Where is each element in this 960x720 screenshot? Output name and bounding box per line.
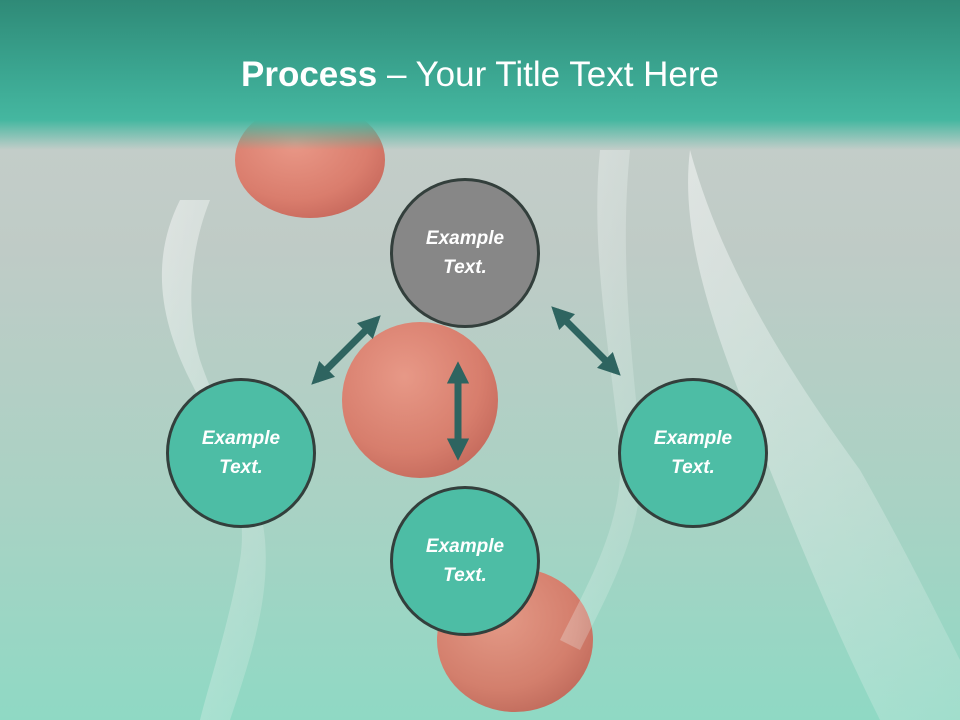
process-node-bottom: Example Text. [390,486,540,636]
node-top-line1: Example [425,228,505,249]
water-splash-left [161,200,266,720]
slide-title: Process – Your Title Text Here [0,52,960,98]
process-node-left: Example Text. [166,378,316,528]
title-band [0,0,960,150]
node-right-line1: Example [653,428,733,449]
title-rest: – Your Title Text Here [377,55,719,94]
process-node-top: Example Text. [390,178,540,328]
node-bottom-line2: Text. [443,565,487,586]
arrow-top-right [551,306,621,376]
arrow-top-left [311,315,381,385]
node-left-line2: Text. [219,457,263,478]
process-node-right: Example Text. [618,378,768,528]
node-top-line2: Text. [443,257,487,278]
node-bottom-line1: Example [425,536,505,557]
title-strong: Process [241,55,378,94]
water-splash-center [560,150,642,650]
water-splash-right [688,150,960,720]
node-left-line1: Example [201,428,281,449]
node-right-line2: Text. [671,457,715,478]
